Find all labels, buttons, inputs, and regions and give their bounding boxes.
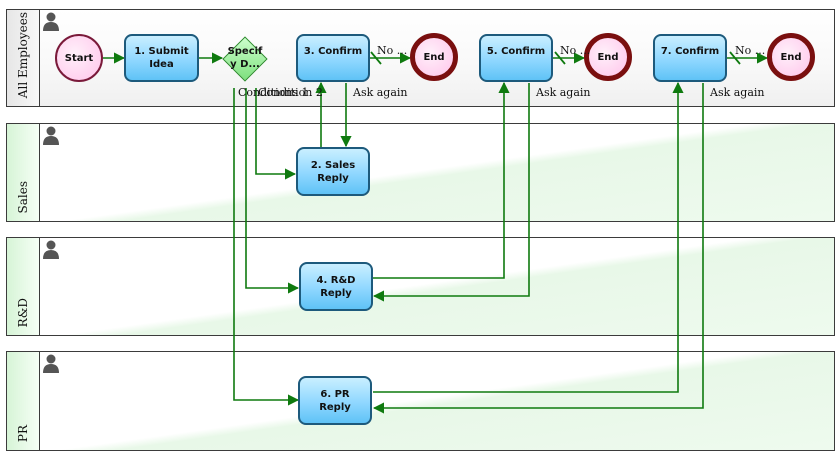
- person-icon: [43, 126, 59, 145]
- edge-label-ask-again: Ask again: [536, 86, 591, 99]
- lane-header: All Employees: [7, 10, 40, 106]
- person-icon: [43, 12, 59, 31]
- task-confirm-3[interactable]: 3. Confirm: [296, 34, 370, 82]
- lane-background: [40, 352, 834, 450]
- task-label: 3. Confirm: [303, 45, 363, 57]
- end-event-3[interactable]: End: [410, 33, 458, 81]
- task-label: 6. PR Reply: [319, 388, 351, 413]
- edge-label-no: No ...: [735, 44, 766, 57]
- task-sales-reply[interactable]: 2. Sales Reply: [296, 147, 370, 196]
- person-icon: [43, 240, 59, 259]
- task-confirm-7[interactable]: 7. Confirm: [653, 34, 727, 82]
- flow-rd-confirm5[interactable]: [373, 81, 510, 279]
- edge-label-ask-again: Ask again: [353, 86, 408, 99]
- edge-label-no: No ...: [560, 44, 591, 57]
- flow-pr-confirm7[interactable]: [373, 81, 684, 393]
- task-label: 4. R&D Reply: [316, 274, 356, 299]
- end-event-label: End: [780, 51, 802, 63]
- end-event-5[interactable]: End: [584, 33, 632, 81]
- edge-label-conditions: Conditions 1: [238, 86, 309, 99]
- end-event-label: End: [423, 51, 445, 63]
- lane-header: Sales: [7, 124, 40, 221]
- task-pr-reply[interactable]: 6. PR Reply: [298, 376, 372, 425]
- lane-header: PR: [7, 352, 40, 450]
- task-rd-reply[interactable]: 4. R&D Reply: [299, 262, 373, 311]
- gateway-label: Specif y D...: [227, 46, 263, 70]
- start-event-label: Start: [64, 52, 94, 64]
- person-icon: [43, 354, 59, 373]
- task-label: 5. Confirm: [486, 45, 546, 57]
- flow-gateway-pr[interactable]: [233, 88, 300, 406]
- task-label: 7. Confirm: [660, 45, 720, 57]
- edge-label-no: No ...: [377, 44, 408, 57]
- end-event-7[interactable]: End: [767, 33, 815, 81]
- task-submit-idea[interactable]: 1. Submit Idea: [124, 34, 199, 82]
- start-event[interactable]: Start: [55, 34, 103, 82]
- lane-background: [40, 238, 834, 335]
- task-label: 1. Submit Idea: [134, 46, 189, 70]
- end-event-label: End: [597, 51, 619, 63]
- edge-label-ask-again: Ask again: [710, 86, 765, 99]
- flow-confirm5-ask-again[interactable]: [372, 83, 530, 302]
- edge-label-conditions-overlap: Condition 2: [258, 86, 323, 99]
- lane-header: R&D: [7, 238, 40, 335]
- lane-background: [40, 124, 834, 221]
- lane-pr: PR: [6, 351, 835, 451]
- lane-sales: Sales: [6, 123, 835, 222]
- flow-gateway-sales[interactable]: [255, 88, 297, 180]
- default-flow-slash: [729, 51, 741, 65]
- flow-gateway-rd[interactable]: [245, 88, 300, 294]
- lane-rd: R&D: [6, 237, 835, 336]
- task-confirm-5[interactable]: 5. Confirm: [479, 34, 553, 82]
- default-flow-slash: [370, 51, 382, 65]
- default-flow-slash: [554, 51, 566, 65]
- flow-confirm7-ask-again[interactable]: [372, 83, 704, 414]
- task-label: 2. Sales Reply: [310, 159, 356, 184]
